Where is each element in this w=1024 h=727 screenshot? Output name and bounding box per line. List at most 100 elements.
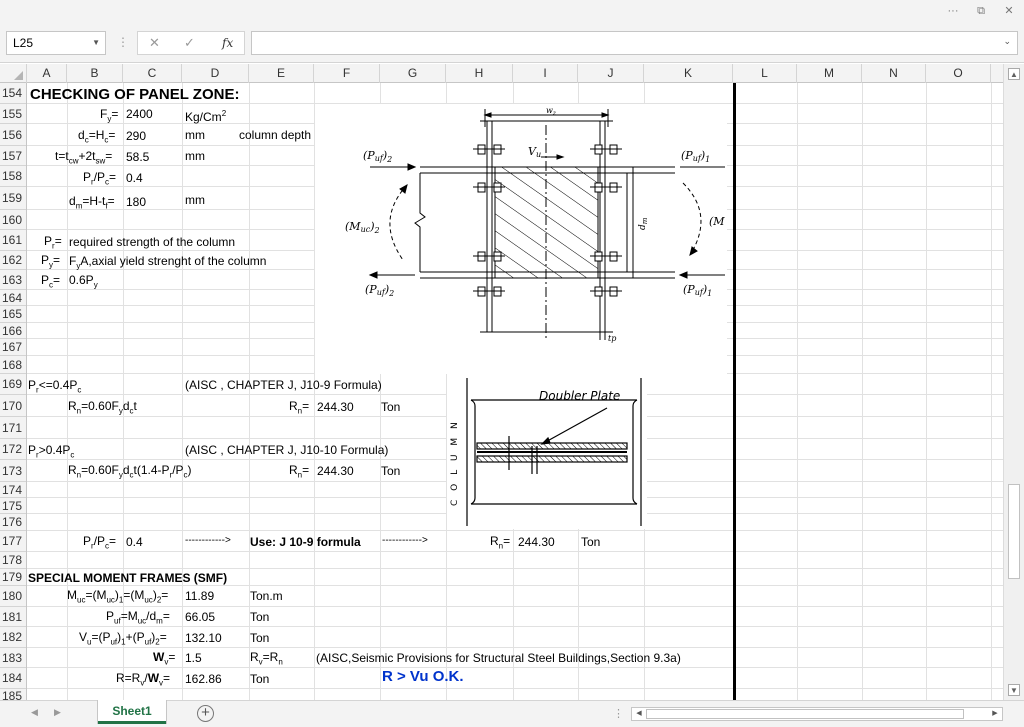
row-header[interactable]: 172 xyxy=(0,439,26,460)
col-header-e[interactable]: E xyxy=(249,64,314,83)
rv-label: Rv=Rn xyxy=(250,650,283,667)
panel-zone-figure: (Puf)2 (Puf)1 (Puf)2 (Puf)1 (Muc)2 (Muc)… xyxy=(345,106,725,343)
row-header[interactable]: 180 xyxy=(0,586,26,607)
formula-choice: Use: J 10-9 formula xyxy=(250,535,361,549)
dc-value: 290 xyxy=(126,129,147,143)
section-title-smf: SPECIAL MOMENT FRAMES (SMF) xyxy=(28,571,228,585)
row-header[interactable]: 162 xyxy=(0,251,26,270)
fy-label: Fy= xyxy=(100,107,119,124)
row-header[interactable]: 170 xyxy=(0,395,26,417)
col-header-k[interactable]: K xyxy=(644,64,733,83)
muc-label: Muc=(Muc)1=(Muc)2= xyxy=(67,588,169,605)
scroll-left-icon[interactable]: ◀ xyxy=(636,710,642,717)
row-header[interactable]: 168 xyxy=(0,356,26,374)
scroll-thumb[interactable] xyxy=(1008,484,1020,579)
cell-grid[interactable]: CHECKING OF PANEL ZONE: Fy= 2400 Kg/Cm2 … xyxy=(27,83,1003,700)
row-headers: 154 155 156 157 158 159 160 161 162 163 … xyxy=(0,83,27,700)
col-header-n[interactable]: N xyxy=(862,64,926,83)
more-options-icon[interactable]: ··· xyxy=(947,5,959,17)
horizontal-scroll-thumb[interactable] xyxy=(646,709,964,719)
scroll-up-icon[interactable]: ▲ xyxy=(1008,68,1020,80)
row-header[interactable]: 171 xyxy=(0,417,26,439)
case2-formula: Rn=0.60Fydct(1.4-Pr/Pc) xyxy=(68,463,192,480)
row-header[interactable]: 163 xyxy=(0,270,26,290)
select-all-button[interactable] xyxy=(0,64,27,83)
row-header[interactable]: 165 xyxy=(0,306,26,323)
chevron-down-icon[interactable]: ▼ xyxy=(92,38,100,47)
row-header[interactable]: 179 xyxy=(0,569,26,586)
force-label-right-top: (Puf)1 xyxy=(681,149,710,164)
add-sheet-icon[interactable]: + xyxy=(197,705,214,722)
fy-unit: Kg/Cm2 xyxy=(185,109,227,124)
expand-formula-icon[interactable]: ⌄ xyxy=(1003,36,1011,46)
col-header-g[interactable]: G xyxy=(380,64,446,83)
col-header-j[interactable]: J xyxy=(578,64,644,83)
row-header[interactable]: 155 xyxy=(0,104,26,124)
formula-input[interactable]: ⌄ xyxy=(251,31,1018,55)
scroll-down-icon[interactable]: ▼ xyxy=(1008,684,1020,696)
row-header[interactable]: 183 xyxy=(0,648,26,668)
previous-sheet-icon[interactable]: ◀ xyxy=(31,707,38,717)
row-header[interactable]: 182 xyxy=(0,627,26,648)
formula-bar: L25▼ ⋮ ✕ ✓ fx ⌄ xyxy=(0,24,1024,63)
col-header-o[interactable]: O xyxy=(926,64,991,83)
fy-label-text: F xyxy=(100,107,108,121)
puf-unit: Ton xyxy=(250,610,270,624)
row-header[interactable]: 174 xyxy=(0,482,26,498)
row-header[interactable]: 158 xyxy=(0,166,26,187)
enter-icon[interactable]: ✓ xyxy=(184,35,195,50)
cancel-icon[interactable]: ✕ xyxy=(149,35,160,50)
arrow-1: ------------> xyxy=(185,535,231,546)
row-header[interactable]: 181 xyxy=(0,607,26,627)
row-header[interactable]: 164 xyxy=(0,290,26,306)
row-header[interactable]: 184 xyxy=(0,668,26,689)
vertical-scrollbar[interactable]: ▲ ▼ xyxy=(1003,64,1024,700)
case1-reference: (AISC , CHAPTER J, J10-9 Formula) xyxy=(185,378,382,392)
section-title-panel-zone: CHECKING OF PANEL ZONE: xyxy=(30,86,240,103)
col-header-i[interactable]: I xyxy=(513,64,578,83)
row-header[interactable]: 177 xyxy=(0,531,26,552)
row-header[interactable]: 160 xyxy=(0,210,26,230)
moment-label-left: (Muc)2 xyxy=(345,220,380,235)
puf-label: Puf=Muc/dm= xyxy=(106,609,170,626)
row-header[interactable]: 166 xyxy=(0,323,26,339)
horizontal-scrollbar[interactable]: ◀ ▶ xyxy=(631,707,1003,721)
drag-handle-icon[interactable]: ⋮ xyxy=(117,35,129,49)
r-value: 162.86 xyxy=(185,672,222,686)
row-header[interactable]: 157 xyxy=(0,146,26,166)
name-box[interactable]: L25▼ xyxy=(6,31,106,55)
case2-rn-label: Rn= xyxy=(289,463,310,480)
arrow-2: ------------> xyxy=(382,535,428,546)
row-header[interactable]: 159 xyxy=(0,187,26,210)
final-rn-label: Rn= xyxy=(490,534,511,551)
pr-definition: required strength of the column xyxy=(69,235,236,249)
scroll-right-icon[interactable]: ▶ xyxy=(992,710,998,717)
r-label: R=Rv/Wv= xyxy=(116,671,171,688)
col-header-m[interactable]: M xyxy=(797,64,862,83)
row-header[interactable]: 185 xyxy=(0,689,26,700)
sheet-tab-sheet1[interactable]: Sheet1 xyxy=(98,700,166,724)
close-window-icon[interactable]: ✕ xyxy=(1004,5,1014,17)
row-header[interactable]: 178 xyxy=(0,552,26,569)
row-header[interactable]: 161 xyxy=(0,230,26,251)
row-header[interactable]: 156 xyxy=(0,124,26,146)
row-header[interactable]: 175 xyxy=(0,498,26,514)
row-header[interactable]: 173 xyxy=(0,460,26,482)
col-header-h[interactable]: H xyxy=(446,64,513,83)
col-header-d[interactable]: D xyxy=(182,64,249,83)
col-header-a[interactable]: A xyxy=(27,64,67,83)
col-header-l[interactable]: L xyxy=(733,64,797,83)
row-header[interactable]: 154 xyxy=(0,83,26,104)
row-header[interactable]: 176 xyxy=(0,514,26,531)
restore-window-icon[interactable]: ⧉ xyxy=(977,5,985,17)
row-header[interactable]: 167 xyxy=(0,339,26,356)
col-header-c[interactable]: C xyxy=(123,64,182,83)
row-header[interactable]: 169 xyxy=(0,374,26,395)
tab-split-handle-icon[interactable]: ⋮ xyxy=(613,708,624,720)
col-header-b[interactable]: B xyxy=(67,64,123,83)
muc-unit: Ton.m xyxy=(250,589,283,603)
col-header-f[interactable]: F xyxy=(314,64,380,83)
next-sheet-icon[interactable]: ▶ xyxy=(54,707,61,717)
insert-function-icon[interactable]: fx xyxy=(222,36,234,50)
puf-value: 66.05 xyxy=(185,610,216,624)
